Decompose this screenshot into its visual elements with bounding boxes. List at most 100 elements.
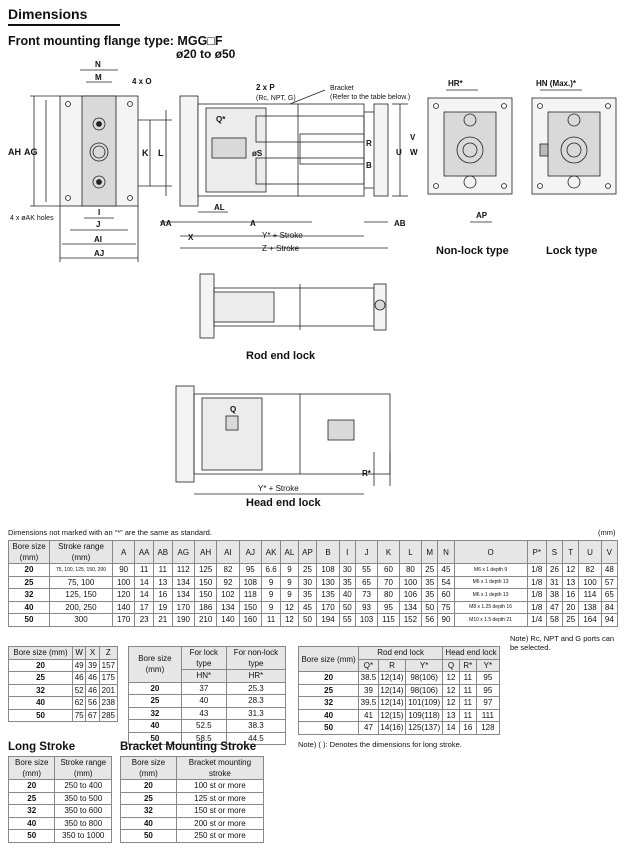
caption-non-lock: Non-lock type bbox=[436, 245, 509, 257]
th-n: N bbox=[437, 540, 455, 564]
th-bore: Bore size (mm) bbox=[8, 540, 50, 564]
head-end-lock-labels: Q R* Y* + Stroke bbox=[230, 405, 372, 493]
th-aj: AJ bbox=[238, 540, 262, 564]
label-k: K bbox=[142, 148, 149, 158]
th-bracket-stroke: Bracket mounting stroke bbox=[175, 756, 265, 780]
th-rod-end-lock: Rod end lock bbox=[358, 646, 444, 660]
th-p: P* bbox=[526, 540, 547, 564]
th-head-q: Q bbox=[442, 658, 460, 672]
end-lock-table: Bore size (mm) Rod end lock Head end loc… bbox=[297, 646, 501, 735]
long-stroke-footnote: Note) ( ): Denotes the dimensions for lo… bbox=[298, 740, 462, 749]
side-view bbox=[160, 89, 408, 249]
th-head-end-lock: Head end lock bbox=[442, 646, 500, 660]
bracket-stroke-title: Bracket Mounting Stroke bbox=[120, 741, 257, 753]
label-ah: AH bbox=[8, 147, 21, 157]
dimension-drawing: N M 4 x O AH AG K L 4 x øAK holes I J AI… bbox=[8, 60, 617, 495]
end-view-labels: HR* HN (Max.)* AP bbox=[448, 79, 577, 220]
th-hr: HR* bbox=[225, 669, 287, 683]
th-stroke-range: Stroke range (mm) bbox=[54, 756, 112, 780]
th-rod-y: Y* bbox=[405, 658, 444, 672]
th-ab: AB bbox=[152, 540, 173, 564]
th-z: Z bbox=[98, 646, 119, 660]
label-aj: AJ bbox=[94, 249, 104, 258]
th-bore: Bore size (mm) bbox=[7, 756, 56, 780]
th-m: M bbox=[421, 540, 439, 564]
th-i: I bbox=[338, 540, 356, 564]
th-v: V bbox=[600, 540, 619, 564]
label-o: 4 x O bbox=[132, 77, 152, 86]
rod-end-lock-view bbox=[199, 273, 387, 339]
th-ag: AG bbox=[171, 540, 195, 564]
main-dimension-table: Bore size (mm) Stroke range (mm) A AA AB… bbox=[8, 540, 619, 627]
th-b: B bbox=[316, 540, 340, 564]
end-view-non-lock bbox=[427, 89, 513, 223]
front-view-labels: N M 4 x O AH AG K L 4 x øAK holes I J AI… bbox=[8, 60, 164, 258]
th-head-r: R* bbox=[458, 658, 477, 672]
side-view-labels: 2 x P (Rc, NPT, G) Bracket (Refer to the… bbox=[160, 83, 418, 253]
label-y: Y* + Stroke bbox=[262, 231, 303, 240]
th-lock-type: For lock type bbox=[180, 646, 227, 670]
label-w: W bbox=[410, 148, 418, 157]
title-underline bbox=[8, 24, 120, 26]
th-bore: Bore size (mm) bbox=[120, 756, 177, 780]
label-m: M bbox=[95, 73, 102, 82]
th-t: T bbox=[562, 540, 580, 564]
th-bore: Bore size (mm) bbox=[128, 646, 182, 683]
port-footnote: Note) Rc, NPT and G ports can be selecte… bbox=[510, 634, 615, 652]
label-head-y: Y* + Stroke bbox=[258, 484, 299, 493]
label-p-note: (Rc, NPT, G) bbox=[256, 95, 296, 102]
front-view bbox=[30, 69, 172, 262]
bracket-stroke-table: Bore size (mm) Bracket mounting stroke 2… bbox=[120, 756, 265, 843]
label-head-r: R* bbox=[362, 469, 372, 478]
label-hr: HR* bbox=[448, 79, 464, 88]
th-w: W bbox=[72, 646, 87, 660]
th-hn: HN* bbox=[180, 669, 227, 683]
th-k: K bbox=[377, 540, 400, 564]
label-v: V bbox=[410, 133, 416, 142]
th-bore: Bore size (mm) bbox=[297, 646, 360, 672]
caption-head-end-lock: Head end lock bbox=[246, 497, 321, 509]
label-i: I bbox=[98, 208, 100, 217]
label-ab: AB bbox=[394, 219, 406, 228]
th-ah: AH bbox=[193, 540, 218, 564]
th-u: U bbox=[578, 540, 602, 564]
th-head-y: Y* bbox=[475, 658, 501, 672]
th-rod-q: Q* bbox=[358, 658, 379, 672]
th-s: S bbox=[545, 540, 564, 564]
th-ap: AP bbox=[297, 540, 318, 564]
label-al: AL bbox=[214, 203, 225, 212]
label-u: U bbox=[396, 148, 402, 157]
th-rod-r: R bbox=[377, 658, 407, 672]
label-head-q: Q bbox=[230, 405, 236, 414]
label-hn: HN (Max.)* bbox=[536, 79, 577, 88]
label-ag: AG bbox=[24, 147, 38, 157]
label-l: L bbox=[158, 148, 164, 158]
th-non-lock-type: For non-lock type bbox=[225, 646, 287, 670]
th-l: L bbox=[398, 540, 423, 564]
caption-rod-end-lock: Rod end lock bbox=[246, 350, 316, 362]
label-s: øS bbox=[252, 149, 263, 158]
long-stroke-title: Long Stroke bbox=[8, 741, 76, 753]
